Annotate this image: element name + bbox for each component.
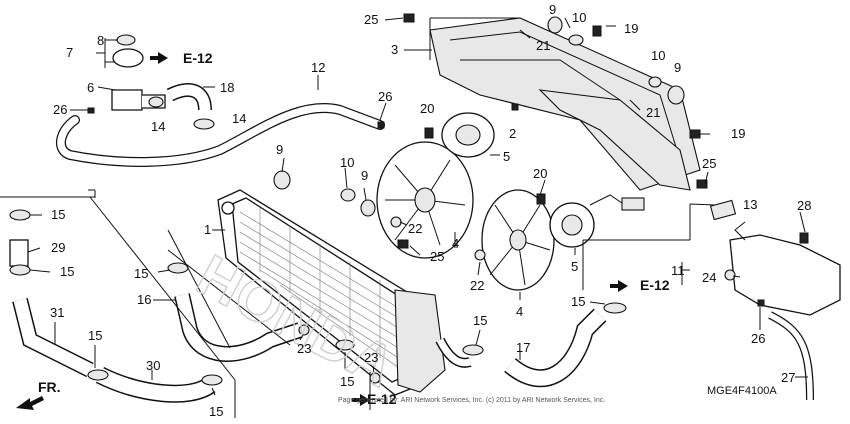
reference-e12-bottom: E-12 — [367, 391, 397, 407]
callout-9: 9 — [361, 168, 368, 183]
callout-11: 11 — [671, 263, 685, 278]
cooling-fan-2 — [481, 189, 555, 291]
callout-18: 18 — [220, 80, 234, 95]
copyright-note: Page generated by: ARI Network Services,… — [338, 397, 605, 404]
callout-15: 15 — [209, 404, 223, 419]
callout-9: 9 — [276, 142, 283, 157]
callout-28: 28 — [797, 198, 811, 213]
callout-25: 25 — [702, 156, 716, 171]
diagram-code: MGE4F4100A — [707, 385, 777, 397]
callout-12: 12 — [311, 60, 325, 75]
callout-20: 20 — [533, 166, 547, 181]
callout-15: 15 — [340, 374, 354, 389]
hoses — [9, 83, 814, 403]
hose-clamps — [9, 16, 736, 386]
callout-4: 4 — [452, 236, 459, 251]
callout-15: 15 — [51, 207, 65, 222]
callout-25: 25 — [430, 249, 444, 264]
fan-motor-2 — [549, 194, 645, 248]
callout-19: 19 — [731, 126, 745, 141]
callout-6: 6 — [87, 80, 94, 95]
callout-23: 23 — [297, 341, 311, 356]
callout-8: 8 — [97, 33, 104, 48]
reserve-tank — [709, 199, 841, 316]
callout-5: 5 — [571, 259, 578, 274]
callout-27: 27 — [781, 370, 795, 385]
callout-5: 5 — [503, 149, 510, 164]
callout-9: 9 — [549, 2, 556, 17]
callout-10: 10 — [340, 155, 354, 170]
callout-31: 31 — [50, 305, 64, 320]
radiator — [217, 189, 446, 396]
fan-shroud — [429, 17, 701, 191]
front-arrow-icon: FR. — [16, 379, 61, 410]
callout-15: 15 — [134, 266, 148, 281]
cooling-fan-1 — [376, 141, 474, 259]
callout-22: 22 — [470, 278, 484, 293]
callout-21: 21 — [536, 38, 550, 53]
callout-14: 14 — [151, 119, 165, 134]
callout-2: 2 — [509, 126, 516, 141]
callout-10: 10 — [651, 48, 665, 63]
leader-lines — [0, 17, 808, 418]
callout-25: 25 — [364, 12, 378, 27]
callout-26: 26 — [378, 89, 392, 104]
callout-15: 15 — [571, 294, 585, 309]
callout-15: 15 — [60, 264, 74, 279]
callout-3: 3 — [391, 42, 398, 57]
callout-1: 1 — [204, 222, 211, 237]
callout-7: 7 — [66, 45, 73, 60]
bolts — [87, 13, 809, 307]
fan-motor-1 — [441, 112, 495, 158]
callout-20: 20 — [420, 101, 434, 116]
front-label: FR. — [38, 379, 61, 395]
callout-13: 13 — [743, 197, 757, 212]
callout-24: 24 — [702, 270, 716, 285]
callout-17: 17 — [516, 340, 530, 355]
callout-15: 15 — [88, 328, 102, 343]
callout-23: 23 — [364, 350, 378, 365]
callout-29: 29 — [51, 240, 65, 255]
callout-10: 10 — [572, 10, 586, 25]
callout-4: 4 — [516, 304, 523, 319]
callout-26: 26 — [751, 331, 765, 346]
callout-21: 21 — [646, 105, 660, 120]
callout-26: 26 — [53, 102, 67, 117]
callout-16: 16 — [137, 292, 151, 307]
reference-e12-top: E-12 — [183, 50, 213, 66]
callout-14: 14 — [232, 111, 246, 126]
reference-e12-right: E-12 — [640, 277, 670, 293]
callout-30: 30 — [146, 358, 160, 373]
callout-9: 9 — [674, 60, 681, 75]
callout-19: 19 — [624, 21, 638, 36]
reference-labels: E-12 E-12 E-12 — [150, 50, 670, 407]
callout-15: 15 — [473, 313, 487, 328]
callout-22: 22 — [408, 221, 422, 236]
